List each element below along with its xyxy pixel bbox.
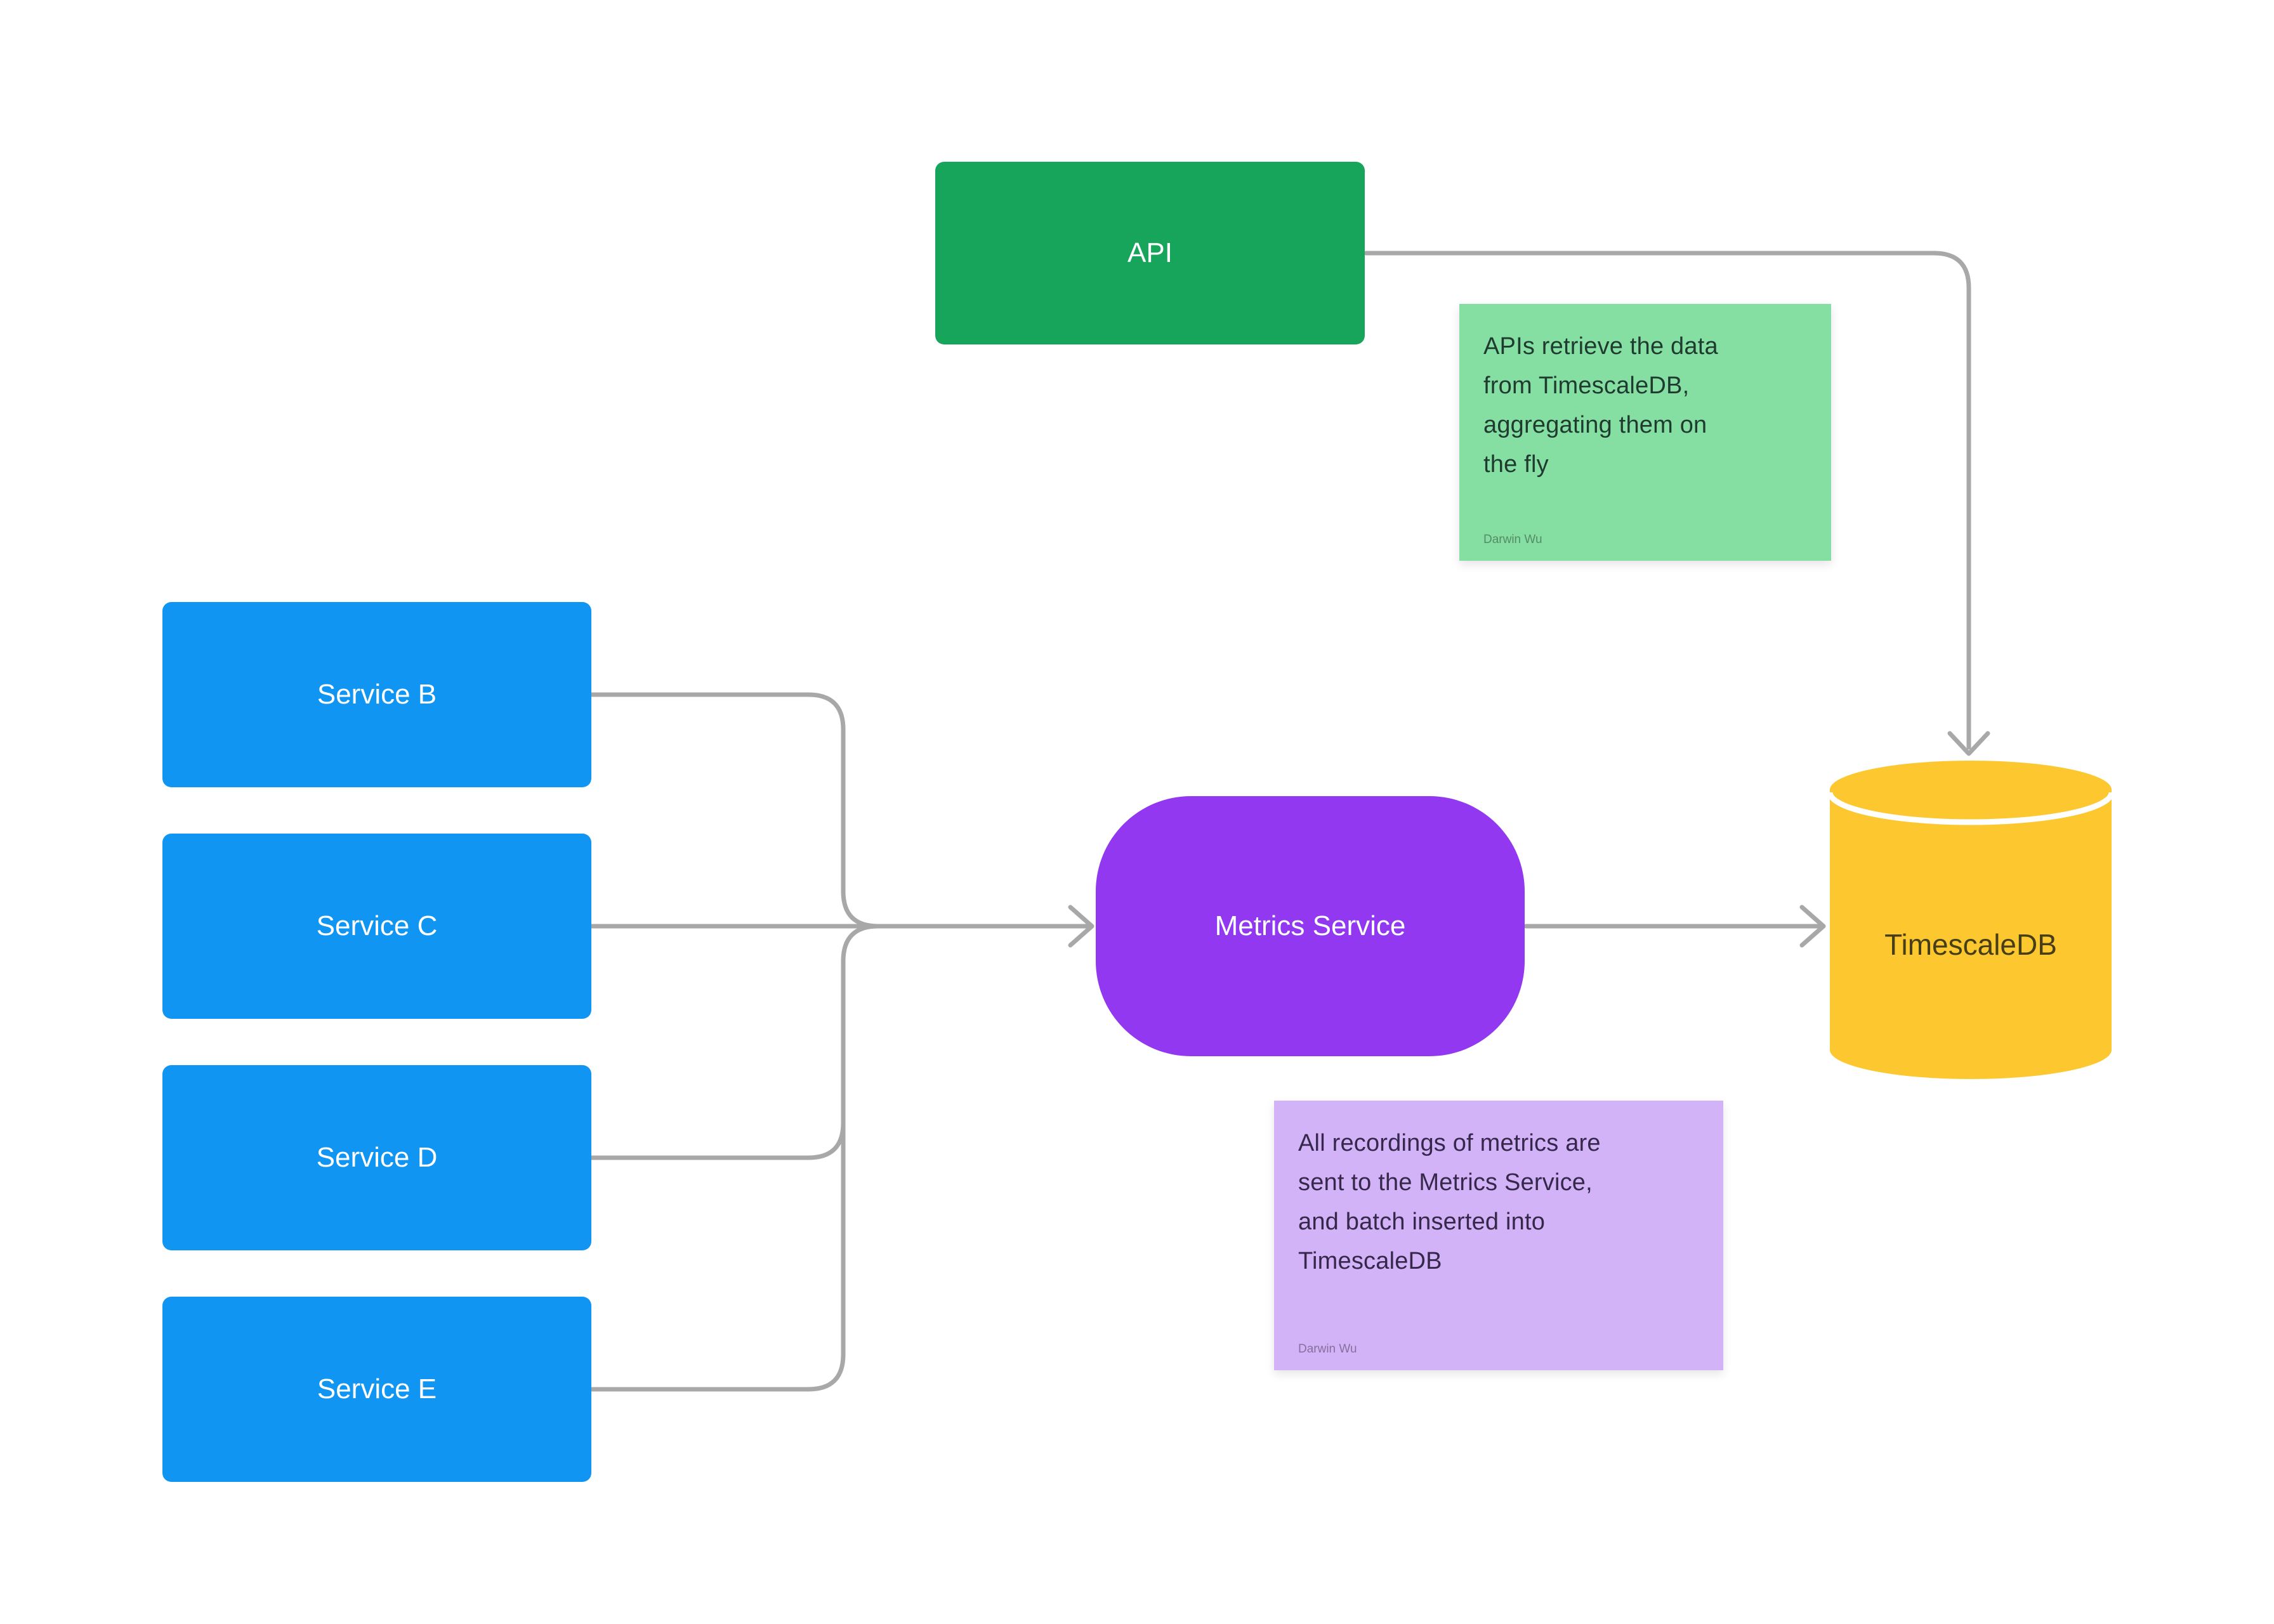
node-api-label: API <box>1127 237 1173 268</box>
node-timescaledb[interactable]: TimescaleDB <box>1829 758 2113 1094</box>
node-service-c[interactable]: Service C <box>162 834 591 1019</box>
node-api[interactable]: API <box>935 162 1365 344</box>
arrowhead-into-timescaledb-left <box>1799 905 1826 948</box>
arrowhead-into-timescaledb-top <box>1947 731 1990 756</box>
connector-service-e-to-metrics[interactable] <box>589 924 881 1392</box>
sticky-note-metrics-author: Darwin Wu <box>1298 1342 1357 1356</box>
connector-service-c-to-metrics[interactable] <box>589 905 1094 948</box>
node-metrics-service[interactable]: Metrics Service <box>1096 796 1525 1056</box>
database-cylinder-top <box>1830 761 2112 819</box>
sticky-note-api-text: APIs retrieve the data from TimescaleDB,… <box>1483 333 1718 478</box>
connector-service-b-to-metrics[interactable] <box>589 692 881 929</box>
node-service-e[interactable]: Service E <box>162 1297 591 1482</box>
sticky-note-api[interactable]: APIs retrieve the data from TimescaleDB,… <box>1459 304 1831 561</box>
node-service-b-label: Service B <box>317 679 437 710</box>
database-cylinder-body <box>1830 790 2112 1079</box>
arrowhead-into-metrics <box>1068 905 1094 948</box>
node-service-d[interactable]: Service D <box>162 1065 591 1250</box>
node-metrics-service-label: Metrics Service <box>1214 910 1406 941</box>
node-service-c-label: Service C <box>316 910 438 941</box>
sticky-note-metrics[interactable]: All recordings of metrics are sent to th… <box>1274 1101 1723 1370</box>
sticky-note-metrics-text: All recordings of metrics are sent to th… <box>1298 1130 1601 1274</box>
node-timescaledb-label: TimescaleDB <box>1884 928 2057 961</box>
connector-service-d-to-metrics[interactable] <box>589 1120 846 1160</box>
database-cylinder-separator-line <box>1829 792 2113 825</box>
sticky-note-api-author: Darwin Wu <box>1483 533 1542 546</box>
node-service-b[interactable]: Service B <box>162 602 591 787</box>
node-service-d-label: Service D <box>316 1142 438 1173</box>
node-service-e-label: Service E <box>317 1373 437 1405</box>
connector-metrics-to-timescaledb[interactable] <box>1523 905 1826 948</box>
connector-api-to-timescaledb[interactable] <box>1364 251 1990 756</box>
